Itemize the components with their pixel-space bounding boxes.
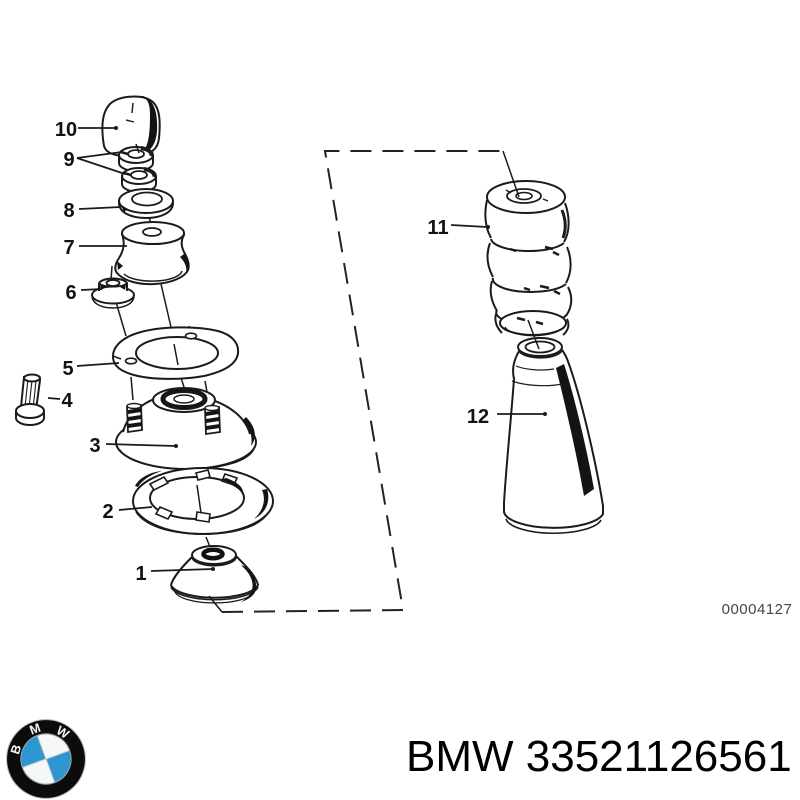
seat-tab bbox=[148, 475, 170, 492]
part-9-lock-nuts bbox=[118, 146, 157, 193]
leader-9 bbox=[76, 151, 126, 175]
drawing-number: 00004127 bbox=[722, 601, 793, 618]
leader-dot bbox=[543, 412, 547, 416]
part-8-support-washer bbox=[117, 188, 175, 220]
seat-tab bbox=[195, 469, 211, 481]
roundel-quadrant-white-bl bbox=[22, 759, 55, 785]
callout-4: 4 bbox=[61, 390, 73, 412]
seat-tab bbox=[154, 505, 174, 521]
mount-shading bbox=[180, 254, 190, 275]
part-number: 33521126561 bbox=[525, 732, 792, 781]
stud-right bbox=[204, 404, 221, 436]
leader-8 bbox=[78, 206, 122, 210]
cap-shading bbox=[141, 96, 158, 154]
leader-1 bbox=[150, 568, 214, 572]
part-2-spring-seat-ring bbox=[132, 467, 274, 535]
roundel-letter-m: M bbox=[27, 720, 42, 738]
leader-3 bbox=[105, 443, 177, 447]
leader-6 bbox=[80, 288, 103, 291]
leader-dot bbox=[486, 225, 490, 229]
footer-caption: BMW 33521126561 bbox=[406, 735, 792, 779]
nut-shading bbox=[120, 284, 126, 290]
cup-hole bbox=[201, 547, 225, 561]
part-1-support-cup bbox=[169, 545, 260, 604]
rubber-texture bbox=[509, 209, 567, 326]
callout-8: 8 bbox=[63, 200, 74, 222]
callout-labels: 10 9 8 7 6 5 4 3 2 1 11 12 bbox=[55, 119, 489, 585]
seat-tab bbox=[195, 511, 211, 523]
dome-shading bbox=[243, 417, 255, 446]
callout-3: 3 bbox=[89, 435, 100, 457]
leader-dot bbox=[174, 444, 178, 448]
brand-name: BMW bbox=[406, 732, 514, 781]
ring-shading bbox=[221, 478, 244, 494]
leader-dot bbox=[211, 567, 215, 571]
leader-dot bbox=[114, 126, 118, 130]
part-4-bolt bbox=[15, 373, 45, 426]
nut-slot-shading bbox=[140, 146, 154, 157]
ring-shading bbox=[254, 489, 269, 519]
roundel-quadrant-blue-br bbox=[46, 750, 72, 783]
axis-lines-over bbox=[135, 143, 540, 613]
part-12-dust-boot bbox=[503, 337, 604, 535]
roundel-letter-b: B bbox=[7, 743, 24, 756]
part-7-rubber-mount bbox=[114, 221, 190, 286]
callout-1: 1 bbox=[135, 563, 146, 585]
plate-hole-right bbox=[184, 332, 198, 340]
bmw-roundel-icon: B M W bbox=[6, 719, 86, 799]
callout-7: 7 bbox=[63, 237, 74, 259]
roundel-inner-rim bbox=[20, 733, 72, 785]
mount-notch bbox=[117, 261, 123, 270]
cup-shading bbox=[241, 565, 257, 602]
callout-6: 6 bbox=[65, 282, 76, 304]
bearing-hole bbox=[173, 394, 195, 404]
part-3-strut-support-bearing bbox=[115, 387, 257, 470]
assembly-outline-dashed bbox=[221, 150, 503, 613]
leader-2 bbox=[118, 506, 153, 511]
leader-4 bbox=[47, 397, 61, 400]
plate-hole-left bbox=[124, 357, 138, 365]
roundel-quadrant-white-tr bbox=[37, 733, 70, 759]
callout-9: 9 bbox=[63, 149, 74, 171]
washer-notch bbox=[121, 205, 128, 212]
callout-11: 11 bbox=[427, 217, 448, 239]
leader-lines bbox=[47, 126, 547, 572]
part-6-hex-nut bbox=[91, 277, 135, 309]
callout-5: 5 bbox=[62, 358, 73, 380]
ring-shading bbox=[135, 471, 162, 487]
leader-5 bbox=[76, 362, 120, 367]
roundel-cross-lines bbox=[22, 735, 70, 783]
boot-shading bbox=[556, 364, 594, 496]
leader-11 bbox=[450, 224, 488, 228]
dashed-outline-path bbox=[221, 150, 503, 613]
callout-10: 10 bbox=[55, 119, 77, 141]
part-11-bump-stop bbox=[484, 180, 573, 337]
callout-2: 2 bbox=[102, 501, 113, 523]
callout-12: 12 bbox=[467, 406, 489, 428]
stud-left bbox=[126, 402, 143, 434]
roundel-quadrant-blue-tl bbox=[20, 735, 46, 768]
nut-slot-shading bbox=[143, 167, 157, 178]
